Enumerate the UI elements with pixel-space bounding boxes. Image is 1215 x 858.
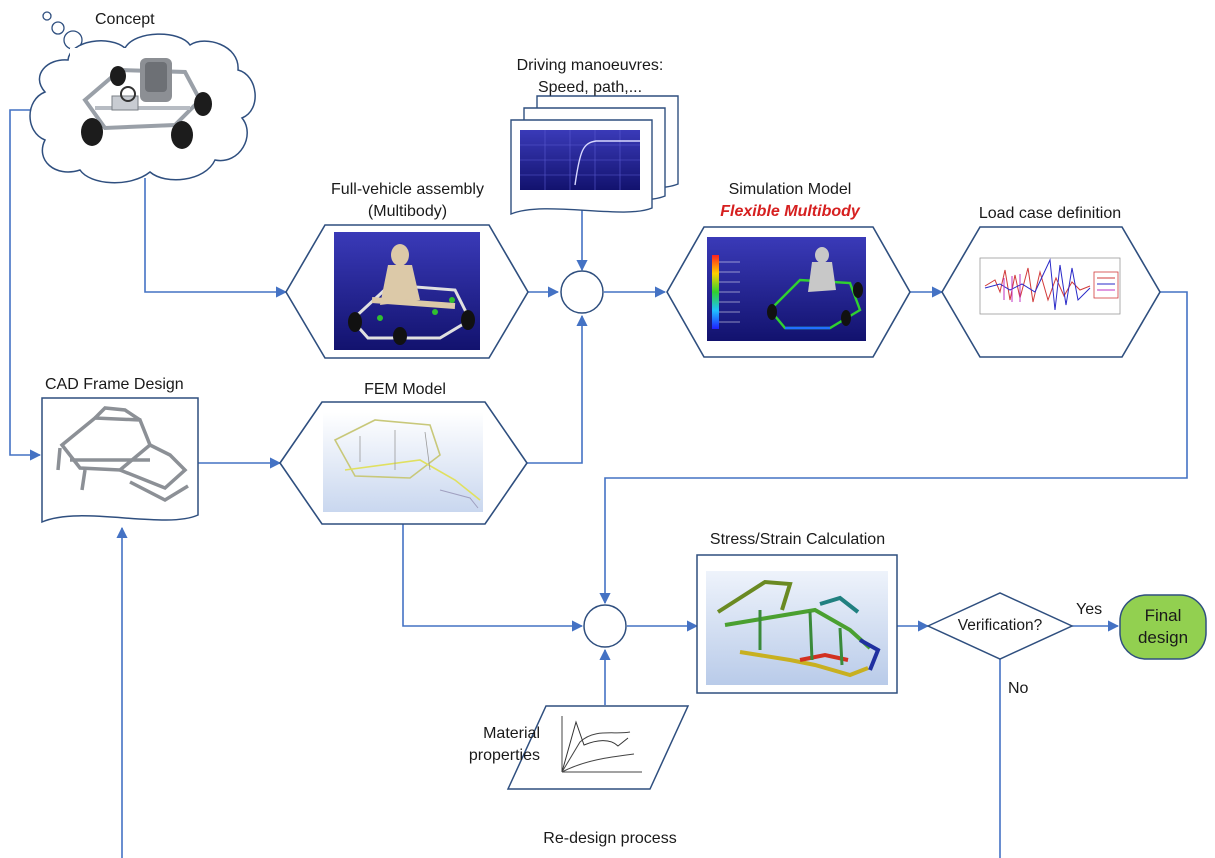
loadcase-label: Load case definition bbox=[978, 205, 1122, 222]
fem-mesh-icon bbox=[323, 412, 483, 512]
assembly-label-line1: Full-vehicle assembly bbox=[331, 181, 484, 198]
material-label-line1: Material bbox=[483, 725, 540, 742]
connector-fem-to-junction-b bbox=[402, 512, 584, 632]
connector-fem-to-junction bbox=[527, 314, 588, 464]
simulation-label-line1: Simulation Model bbox=[728, 181, 852, 198]
fem-label: FEM Model bbox=[364, 381, 446, 398]
final-design-terminal bbox=[1119, 594, 1207, 660]
go-kart-render-icon bbox=[70, 48, 215, 156]
thought-bubble-small bbox=[42, 11, 52, 21]
redesign-label: Re-design process bbox=[543, 830, 677, 847]
final-label-line2: design bbox=[1137, 628, 1189, 647]
connector-concept-to-cad bbox=[9, 109, 42, 461]
load-case-chart-icon bbox=[970, 250, 1128, 322]
thought-bubble-medium bbox=[51, 21, 65, 35]
material-properties-node bbox=[506, 705, 690, 790]
stress-strain-node bbox=[696, 554, 898, 694]
driving-manoeuvres-node bbox=[510, 95, 679, 216]
simulation-model-node bbox=[666, 226, 911, 358]
connectors bbox=[9, 109, 1188, 858]
summing-junction-b bbox=[583, 604, 627, 648]
assembly-label-line2: (Multibody) bbox=[367, 203, 448, 220]
connector-concept-to-assembly bbox=[144, 178, 288, 298]
stress-contour-icon bbox=[706, 571, 888, 685]
simulation-label-line2: Flexible Multibody bbox=[720, 203, 860, 220]
speed-profile-chart-icon bbox=[520, 130, 640, 190]
verification-label: Verification? bbox=[957, 617, 1043, 634]
fem-model-node bbox=[279, 401, 528, 525]
final-label-line1: Final bbox=[1144, 606, 1182, 625]
no-label: No bbox=[1008, 680, 1029, 697]
flexible-multibody-plot-icon bbox=[707, 237, 866, 341]
yes-label: Yes bbox=[1076, 601, 1103, 618]
stress-label: Stress/Strain Calculation bbox=[709, 531, 886, 548]
summing-junction-a bbox=[560, 270, 604, 314]
concept-label: Concept bbox=[95, 11, 155, 28]
concept-node bbox=[29, 11, 256, 184]
full-vehicle-assembly-node bbox=[285, 224, 529, 359]
material-parallelogram bbox=[506, 705, 690, 790]
material-label-line2: properties bbox=[468, 747, 540, 764]
verification-decision bbox=[926, 592, 1074, 660]
driving-label-line1: Driving manoeuvres: bbox=[516, 57, 664, 74]
driving-label-line2: Speed, path,... bbox=[537, 79, 643, 96]
cad-label: CAD Frame Design bbox=[45, 376, 184, 393]
stress-strain-curve-icon bbox=[561, 716, 642, 773]
connector-loadcase-to-junction bbox=[599, 291, 1188, 605]
kart-with-driver-icon bbox=[334, 232, 480, 350]
load-case-node bbox=[941, 226, 1161, 358]
cad-frame-node bbox=[41, 397, 199, 524]
kart-frame-icon bbox=[56, 406, 189, 503]
